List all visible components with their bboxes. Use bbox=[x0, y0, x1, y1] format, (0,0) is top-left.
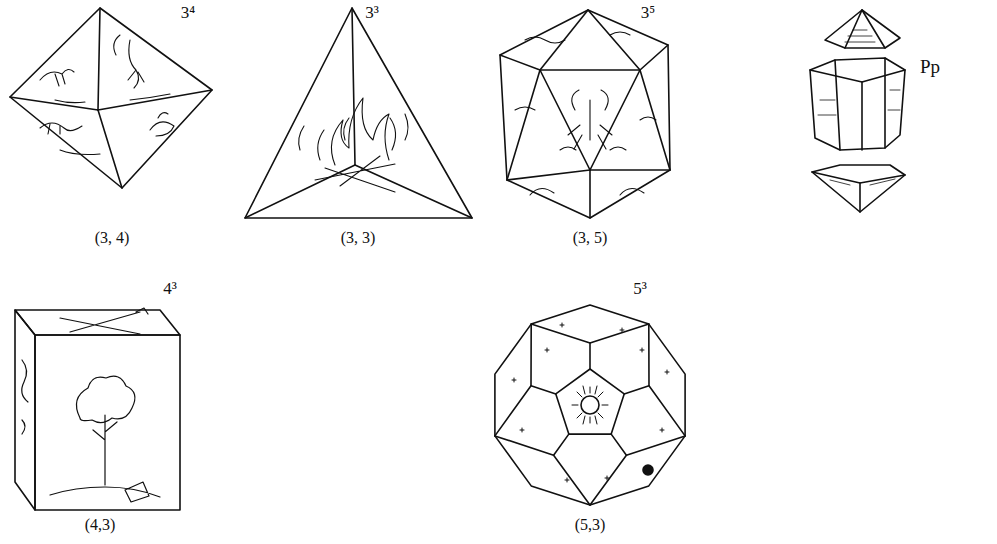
dodecahedron-figure bbox=[495, 305, 685, 505]
exponent-symbol: 3⁴ bbox=[181, 4, 195, 21]
figure-label: Pp bbox=[920, 57, 940, 76]
schlafli-symbol: (3, 3) bbox=[341, 230, 376, 246]
pentagonal-pieces-figure bbox=[810, 10, 905, 212]
schlafli-symbol: (4,3) bbox=[85, 517, 116, 533]
octahedron-figure bbox=[10, 8, 212, 188]
schlafli-symbol: (3, 5) bbox=[573, 230, 608, 246]
exponent-symbol: 3⁵ bbox=[641, 4, 655, 21]
exponent-symbol: 4³ bbox=[163, 280, 177, 297]
icosahedron-figure bbox=[500, 10, 670, 218]
cube-figure bbox=[15, 308, 180, 510]
exponent-symbol: 3³ bbox=[365, 4, 379, 21]
schlafli-symbol: (3, 4) bbox=[95, 230, 130, 246]
exponent-symbol: 5³ bbox=[633, 280, 647, 297]
tetrahedron-figure bbox=[245, 8, 472, 218]
schlafli-symbol: (5,3) bbox=[575, 517, 606, 533]
